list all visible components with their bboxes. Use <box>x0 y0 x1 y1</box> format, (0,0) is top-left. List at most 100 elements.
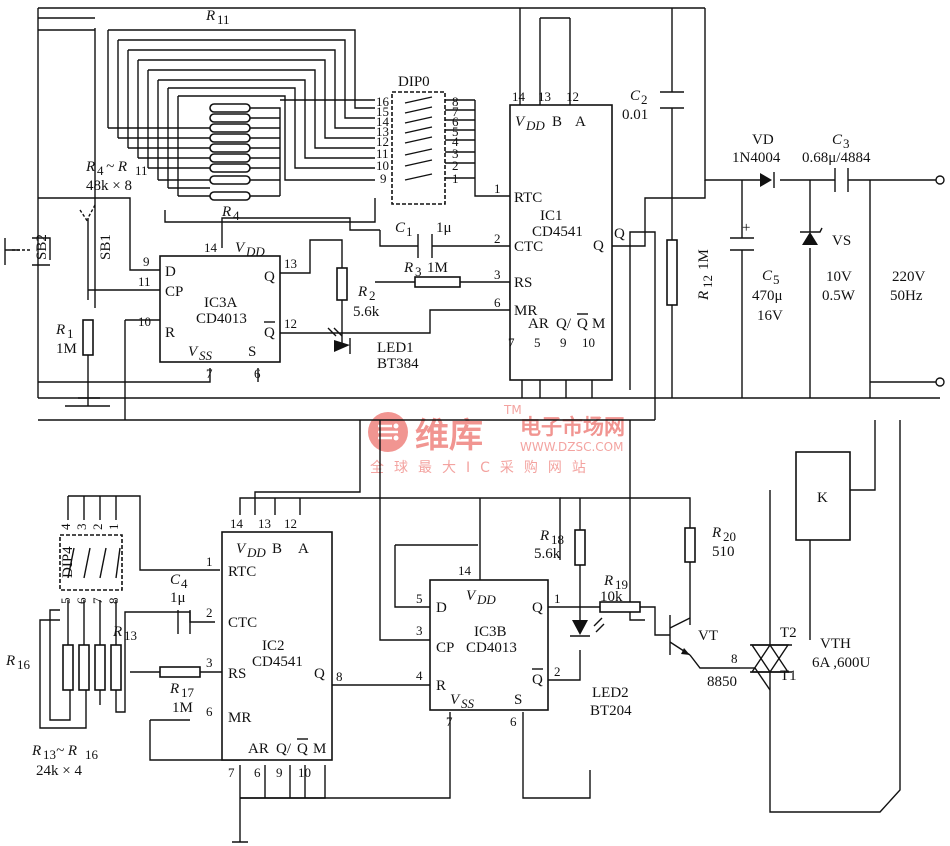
svg-text:VT: VT <box>698 628 718 644</box>
svg-text:13: 13 <box>284 256 297 271</box>
r11-label: R <box>205 8 215 24</box>
ic2: 14 13 12 V DD B A RTC CTC IC2 CD4541 RS … <box>206 516 343 780</box>
svg-text:0.01: 0.01 <box>622 107 648 123</box>
svg-text:R: R <box>112 624 122 640</box>
svg-text:11: 11 <box>376 146 389 161</box>
svg-text:9: 9 <box>380 171 387 186</box>
svg-text:C: C <box>630 88 641 104</box>
svg-text:RS: RS <box>228 666 246 682</box>
led1 <box>327 327 351 354</box>
svg-text:11: 11 <box>217 12 230 27</box>
svg-text:8: 8 <box>731 651 738 666</box>
svg-text:DD: DD <box>246 545 266 560</box>
svg-text:VS: VS <box>832 233 851 249</box>
svg-text:4: 4 <box>416 668 423 683</box>
svg-text:4: 4 <box>452 134 459 149</box>
svg-text:4: 4 <box>181 576 188 591</box>
svg-text:R: R <box>31 743 41 759</box>
resistor-r3 <box>414 276 461 288</box>
svg-text:S: S <box>248 344 256 360</box>
svg-text:IC3B: IC3B <box>474 624 507 640</box>
watermark-tm: TM <box>503 403 522 417</box>
svg-text:Q: Q <box>532 672 543 688</box>
svg-text:Q: Q <box>297 741 308 757</box>
svg-text:V: V <box>466 588 477 604</box>
svg-text:15: 15 <box>376 104 389 119</box>
svg-text:6: 6 <box>74 597 89 604</box>
zener-vs <box>800 227 823 245</box>
mains-terminal-top <box>935 175 945 185</box>
svg-text:R: R <box>603 573 613 589</box>
svg-text:Q: Q <box>314 666 325 682</box>
svg-text:1: 1 <box>67 326 74 341</box>
svg-text:V: V <box>236 541 247 557</box>
svg-text:6: 6 <box>494 295 501 310</box>
svg-text:5: 5 <box>773 272 780 287</box>
svg-text:C: C <box>170 572 181 588</box>
svg-text:7: 7 <box>228 765 235 780</box>
svg-text:Q/: Q/ <box>276 741 292 757</box>
svg-text:16V: 16V <box>757 308 783 324</box>
svg-text:5: 5 <box>416 591 423 606</box>
svg-text:10: 10 <box>298 765 311 780</box>
svg-text:5.6k: 5.6k <box>353 304 380 320</box>
svg-text:9: 9 <box>560 335 567 350</box>
svg-text:5: 5 <box>534 335 541 350</box>
svg-text:CD4013: CD4013 <box>196 311 247 327</box>
svg-text:RTC: RTC <box>228 564 256 580</box>
svg-text:IC1: IC1 <box>540 208 563 224</box>
svg-text:13: 13 <box>376 124 389 139</box>
svg-text:CP: CP <box>165 284 183 300</box>
svg-text:2: 2 <box>554 664 561 679</box>
svg-text:1M: 1M <box>56 341 77 357</box>
dip0: DIP0 16 15 14 13 12 11 10 9 8 7 6 5 4 3 … <box>376 74 459 205</box>
svg-text:17: 17 <box>181 685 195 700</box>
svg-text:510: 510 <box>712 544 735 560</box>
svg-text:470μ: 470μ <box>752 288 783 304</box>
svg-text:A: A <box>298 541 309 557</box>
svg-text:14: 14 <box>230 516 244 531</box>
svg-text:13: 13 <box>124 628 137 643</box>
svg-text:1M: 1M <box>696 249 712 270</box>
svg-text:5: 5 <box>452 124 459 139</box>
svg-text:12: 12 <box>284 516 297 531</box>
svg-text:8: 8 <box>452 94 459 109</box>
led2 <box>570 617 605 637</box>
svg-text:AR: AR <box>248 741 269 757</box>
svg-text:19: 19 <box>615 577 628 592</box>
svg-text:Q/: Q/ <box>556 316 572 332</box>
svg-text:C: C <box>762 268 773 284</box>
diode-vd <box>760 172 775 188</box>
svg-text:K: K <box>817 490 828 506</box>
svg-text:IC2: IC2 <box>262 638 285 654</box>
svg-text:3: 3 <box>452 146 459 161</box>
svg-text:10: 10 <box>376 158 389 173</box>
svg-text:7: 7 <box>508 335 515 350</box>
svg-text:8: 8 <box>106 598 121 605</box>
svg-text:C: C <box>832 132 843 148</box>
svg-text:R: R <box>165 325 175 341</box>
svg-text:12: 12 <box>284 316 297 331</box>
svg-text:4: 4 <box>97 163 104 178</box>
resistor-r2 <box>336 267 348 301</box>
svg-text:14: 14 <box>204 240 218 255</box>
svg-text:3: 3 <box>415 264 422 279</box>
svg-text:13: 13 <box>538 89 551 104</box>
capacitor-c1 <box>417 234 433 258</box>
svg-text:T1: T1 <box>780 668 797 684</box>
resistor-r19 <box>599 601 641 613</box>
svg-text:1: 1 <box>206 554 213 569</box>
resistor-array-r13-r16 <box>62 644 122 691</box>
resistor-r12 <box>666 239 678 306</box>
svg-text:6: 6 <box>254 765 261 780</box>
svg-text:14: 14 <box>376 114 390 129</box>
resistor-r20 <box>684 527 696 563</box>
svg-text:16: 16 <box>85 747 99 762</box>
svg-text:RS: RS <box>514 275 532 291</box>
svg-text:B: B <box>552 114 562 130</box>
svg-text:1: 1 <box>106 524 121 531</box>
svg-text:CD4013: CD4013 <box>466 640 517 656</box>
svg-text:10V: 10V <box>826 269 852 285</box>
svg-text:M: M <box>592 316 605 332</box>
svg-text:14: 14 <box>458 563 472 578</box>
